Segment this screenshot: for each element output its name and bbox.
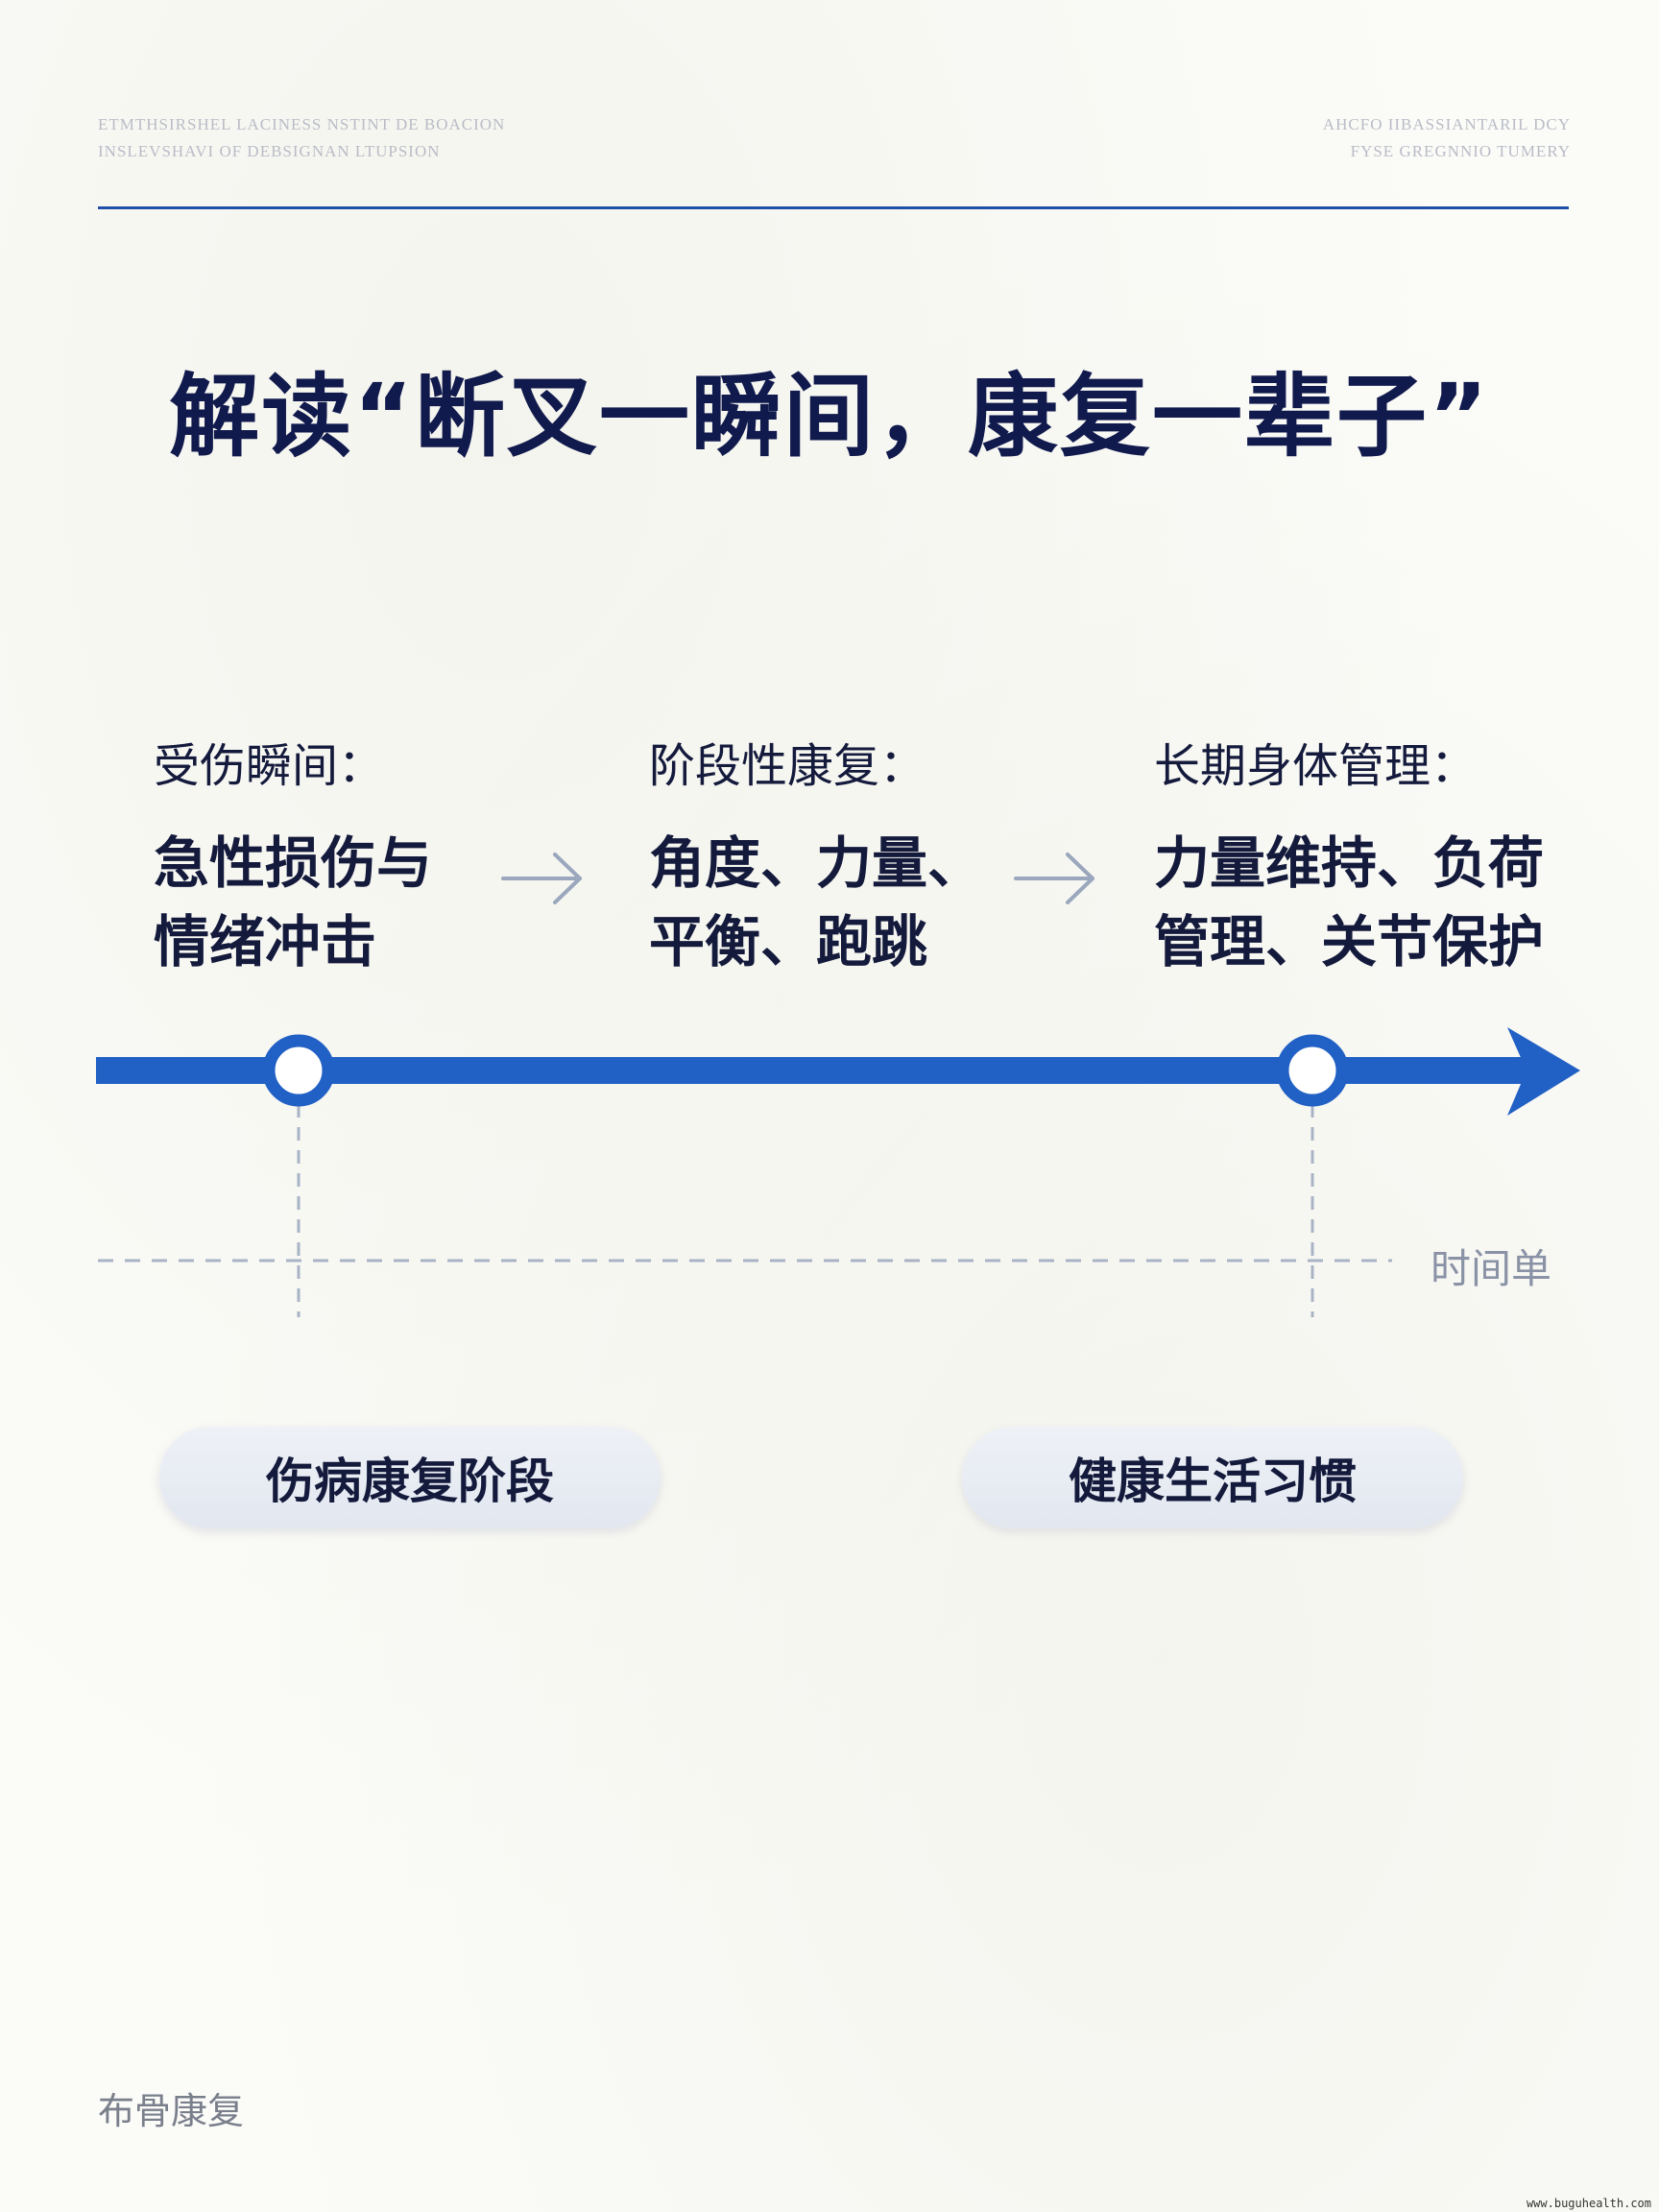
- stage-1-body-line-1: 急性损伤与: [154, 830, 433, 896]
- right-arrow-icon: [1014, 853, 1094, 904]
- time-axis-label: 时间单: [1431, 1245, 1552, 1292]
- phase-pill-rehab: 伤病康复阶段: [159, 1427, 661, 1528]
- stage-1-body: 急性损伤与 情绪冲击: [154, 824, 576, 981]
- stage-2-heading: 阶段性康复：: [649, 739, 926, 793]
- header-left-text: ETMTHSIRSHEL LACINESS NSTINT DE BOACION …: [98, 111, 505, 165]
- circle-marker-icon: [1276, 1034, 1349, 1107]
- header-left-line-2: INSLEVSHAVI OF DEBSIGNAN LTUPSION: [98, 142, 441, 160]
- stage-2-body-line-1: 角度、力量、: [649, 830, 984, 896]
- page-title: 解读“断叉一瞬间，康复一辈子”: [169, 365, 1490, 469]
- stage-2-body-line-2: 平衡、跑跳: [649, 909, 928, 974]
- stage-3-heading: 长期身体管理：: [1154, 739, 1478, 793]
- circle-marker-icon: [262, 1034, 335, 1107]
- stage-3-body: 力量维持、负荷 管理、关节保护: [1154, 824, 1634, 981]
- arrowhead-icon: [1507, 1027, 1580, 1116]
- stage-3-body-line-2: 管理、关节保护: [1154, 909, 1545, 974]
- right-arrow-icon: [501, 853, 582, 904]
- header-right-text: AHCFO IIBASSIANTARIL DCY FYSE GREGNNIO T…: [1323, 111, 1571, 165]
- stage-2-body: 角度、力量、 平衡、跑跳: [649, 824, 1071, 981]
- stage-3-body-line-1: 力量维持、负荷: [1154, 830, 1545, 896]
- timeline: [96, 1027, 1580, 1317]
- header-divider: [98, 206, 1569, 209]
- brand-name: 布骨康复: [98, 2090, 245, 2132]
- phase-pill-healthy-habits: 健康生活习惯: [962, 1427, 1463, 1528]
- stage-1-body-line-2: 情绪冲击: [154, 909, 377, 974]
- header-right-line-1: AHCFO IIBASSIANTARIL DCY: [1322, 115, 1571, 133]
- stage-1-heading: 受伤瞬间：: [154, 739, 385, 793]
- header-right-line-2: FYSE GREGNNIO TUMERY: [1350, 142, 1571, 160]
- watermark-url: www.buguhealth.com: [1526, 2197, 1651, 2210]
- header-left-line-1: ETMTHSIRSHEL LACINESS NSTINT DE BOACION: [98, 115, 506, 133]
